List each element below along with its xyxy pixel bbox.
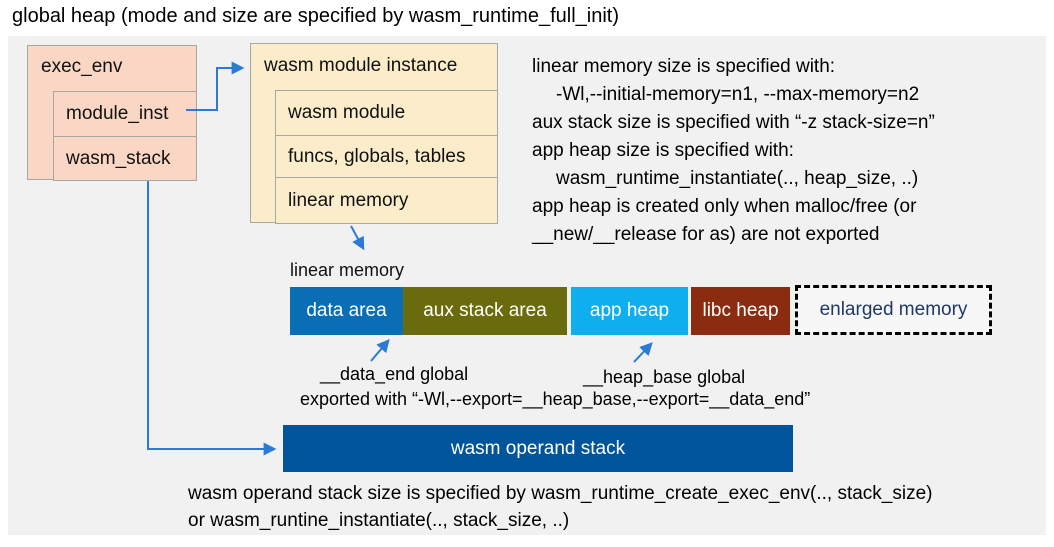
- note-line: __new/__release for as) are not exported: [532, 224, 880, 245]
- module-instance-item-funcs-globals-tables: funcs, globals, tables: [275, 135, 498, 178]
- segment-enlarged-memory: enlarged memory: [795, 285, 992, 335]
- exec-env-item-module-inst: module_inst: [53, 91, 197, 137]
- segment-data-area: data area: [290, 287, 403, 335]
- wasm-operand-stack-bar: wasm operand stack: [283, 425, 793, 472]
- heap-base-global-annotation: __heap_base global: [583, 367, 746, 387]
- segment-app-heap: app heap: [571, 287, 688, 335]
- exec-env-item-wasm-stack: wasm_stack: [53, 136, 197, 181]
- wasm-stack-label: wasm_stack: [66, 147, 171, 169]
- segment-libc-heap: libc heap: [691, 287, 790, 335]
- linear-memory-notes: linear memory size is specified with: -W…: [532, 53, 935, 249]
- funcs-globals-tables-label: funcs, globals, tables: [288, 145, 466, 167]
- data-end-global-annotation: __data_end global: [320, 364, 469, 384]
- note-line: wasm operand stack size is specified by …: [188, 483, 933, 504]
- note-line: aux stack size is specified with “-z sta…: [532, 112, 935, 133]
- wasm-operand-stack-label: wasm operand stack: [450, 437, 626, 459]
- wasm-module-label: wasm module: [288, 102, 406, 123]
- operand-stack-notes: wasm operand stack size is specified by …: [188, 480, 933, 534]
- note-line: wasm_runtime_instantiate(.., heap_size, …: [556, 168, 919, 189]
- note-line: app heap size is specified with:: [532, 140, 794, 161]
- segment-aux-stack-area: aux stack area: [403, 287, 567, 335]
- module-instance-box: wasm module instance wasm module funcs, …: [250, 43, 498, 224]
- linear-memory-label: linear memory: [290, 260, 405, 280]
- exec-env-title: exec_env: [41, 56, 123, 77]
- exec-env-box: exec_env module_inst wasm_stack: [27, 45, 197, 181]
- export-flags-annotation: exported with “-Wl,--export=__heap_base,…: [300, 389, 811, 409]
- note-line: or wasm_runtine_instantiate(.., stack_si…: [188, 510, 570, 531]
- linear-memory-row-label: linear memory: [288, 189, 409, 211]
- note-line: app heap is created only when malloc/fre…: [532, 196, 917, 217]
- page-title: global heap (mode and size are specified…: [12, 5, 619, 27]
- module-inst-label: module_inst: [66, 103, 169, 124]
- module-instance-item-wasm-module: wasm module: [275, 90, 498, 136]
- module-instance-title: wasm module instance: [264, 55, 458, 76]
- module-instance-item-linear-memory: linear memory: [275, 177, 498, 224]
- note-line: -Wl,--initial-memory=n1, --max-memory=n2: [556, 84, 920, 105]
- note-line: linear memory size is specified with:: [532, 56, 836, 77]
